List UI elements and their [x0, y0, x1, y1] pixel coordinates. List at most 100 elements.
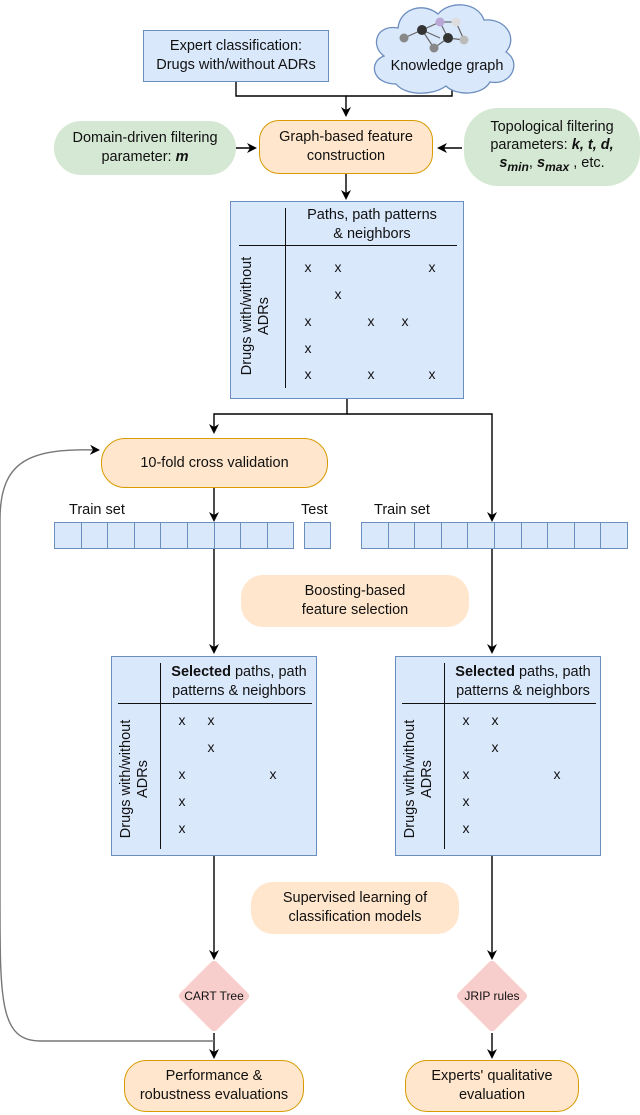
matrix-mark: x	[207, 712, 215, 728]
matrix-mark: x	[178, 712, 186, 728]
topo-filter-box: Topological filtering parameters: k, t, …	[464, 108, 640, 186]
experts-line1: Experts' qualitative	[431, 1068, 553, 1084]
left-matrix-header-line1: Selected paths, path	[162, 663, 316, 682]
topo-line2-prefix: parameters:	[490, 137, 572, 154]
right-matrix-header-line1: Selected paths, path	[446, 663, 600, 682]
matrix-header-line2: & neighbors	[333, 226, 411, 242]
jrip-rules-label: JRIP rules	[464, 989, 520, 1003]
fold-segment	[520, 522, 549, 549]
matrix-mark: x	[367, 366, 375, 382]
left-header-rest: paths, path	[230, 664, 307, 680]
matrix-mark: x	[178, 793, 186, 809]
domain-line1: Domain-driven filtering	[72, 130, 218, 146]
matrix-mark: x	[428, 366, 436, 382]
matrix-row-label-line2: ADRs	[256, 297, 272, 335]
fold-segment	[107, 522, 135, 549]
perf-line2: robustness evaluations	[139, 1087, 289, 1103]
performance-box: Performance & robustness evaluations	[124, 1060, 304, 1112]
matrix-mark: x	[428, 259, 436, 275]
right-matrix-header-line2: patterns & neighbors	[456, 683, 590, 699]
fold-segment	[414, 522, 442, 549]
matrix-mark: x	[178, 766, 186, 782]
train-set-right-label: Train set	[374, 502, 430, 518]
left-matrix-row-label: Drugs with/without ADRs	[118, 709, 152, 849]
knowledge-graph-cloud	[373, 4, 515, 94]
feature-matrix: Paths, path patterns & neighbors Drugs w…	[230, 201, 464, 399]
matrix-header-line1: Paths, path patterns	[307, 207, 437, 223]
expert-line1: Expert classification:	[169, 38, 303, 54]
right-header-bold: Selected	[455, 664, 515, 680]
topo-smin-sub: min	[507, 159, 529, 174]
matrix-mark: x	[462, 820, 470, 836]
fold-segment	[240, 522, 268, 549]
topo-line1: Topological filtering	[490, 119, 614, 136]
right-header-rest: paths, path	[514, 664, 591, 680]
matrix-mark: x	[553, 766, 561, 782]
fold-segment	[133, 522, 162, 549]
matrix-mark: x	[491, 739, 499, 755]
perf-line1: Performance &	[165, 1068, 263, 1084]
topo-suffix: , etc.	[569, 155, 605, 172]
matrix-mark: x	[269, 766, 277, 782]
matrix-row-label: Drugs with/without ADRs	[239, 246, 273, 386]
left-row-label-line1: Drugs with/without	[118, 719, 134, 839]
domain-param: m	[175, 149, 189, 165]
matrix-row-label-line1: Drugs with/without	[239, 256, 255, 376]
fold-segment	[160, 522, 188, 549]
topo-sep: ,	[528, 155, 537, 172]
boosting-box: Boosting-based feature selection	[241, 575, 469, 627]
matrix-header: Paths, path patterns & neighbors	[287, 206, 457, 244]
left-matrix-header-line2: patterns & neighbors	[172, 683, 306, 699]
supervised-learning-box: Supervised learning of classification mo…	[251, 882, 459, 934]
fold-segment	[600, 522, 628, 549]
expert-classification-box: Expert classification: Drugs with/withou…	[143, 30, 329, 82]
left-matrix-header-rule	[118, 703, 312, 705]
cv-label: 10-fold cross validation	[140, 454, 289, 471]
matrix-mark: x	[462, 766, 470, 782]
test-set-label: Test	[301, 502, 328, 518]
right-matrix-header: Selected paths, path patterns & neighbor…	[446, 663, 600, 701]
matrix-mark: x	[178, 820, 186, 836]
right-matrix-row-label: Drugs with/without ADRs	[402, 709, 436, 849]
matrix-mark: x	[462, 712, 470, 728]
arrow-matrix-to-right	[347, 413, 497, 522]
matrix-mark: x	[367, 313, 375, 329]
left-row-label-line2: ADRs	[135, 760, 151, 798]
fold-segment	[304, 522, 331, 549]
left-matrix-row-rule	[160, 663, 162, 849]
topo-line2: parameters: k, t, d,	[490, 136, 613, 154]
knowledge-graph-label: Knowledge graph	[390, 58, 504, 74]
experts-evaluation-box: Experts' qualitative evaluation	[405, 1060, 579, 1112]
expert-line2: Drugs with/without ADRs	[156, 57, 316, 73]
selected-matrix-right: Selected paths, path patterns & neighbor…	[395, 656, 601, 856]
cart-tree-label: CART Tree	[184, 989, 244, 1003]
matrix-mark: x	[304, 366, 312, 382]
graph-feature-box: Graph-based feature construction	[259, 120, 433, 174]
experts-line2: evaluation	[458, 1087, 526, 1103]
right-row-label-line2: ADRs	[419, 760, 435, 798]
supervised-line1: Supervised learning of	[282, 890, 428, 906]
topo-params: k, t, d,	[571, 137, 614, 154]
fold-segment	[440, 522, 469, 549]
arrow-expert-to-feature	[235, 82, 351, 117]
domain-line2: parameter: m	[101, 148, 188, 167]
left-header-bold: Selected	[171, 664, 231, 680]
fold-segment	[266, 522, 295, 549]
matrix-mark: x	[334, 286, 342, 302]
matrix-mark: x	[462, 793, 470, 809]
fold-segment	[494, 522, 522, 549]
arrow-matrix-split	[209, 398, 348, 434]
matrix-mark: x	[304, 340, 312, 356]
fold-segment	[387, 522, 416, 549]
domain-filter-box: Domain-driven filtering parameter: m	[54, 121, 236, 175]
domain-line2-prefix: parameter:	[101, 149, 176, 165]
fold-segment	[213, 522, 242, 549]
feature-line1: Graph-based feature	[279, 129, 413, 145]
supervised-line2: classification models	[288, 909, 422, 925]
selected-matrix-left: Selected paths, path patterns & neighbor…	[111, 656, 317, 856]
matrix-header-rule	[239, 245, 457, 247]
boosting-line2: feature selection	[301, 602, 409, 618]
topo-smax: s	[536, 155, 546, 172]
fold-segment	[361, 522, 389, 549]
